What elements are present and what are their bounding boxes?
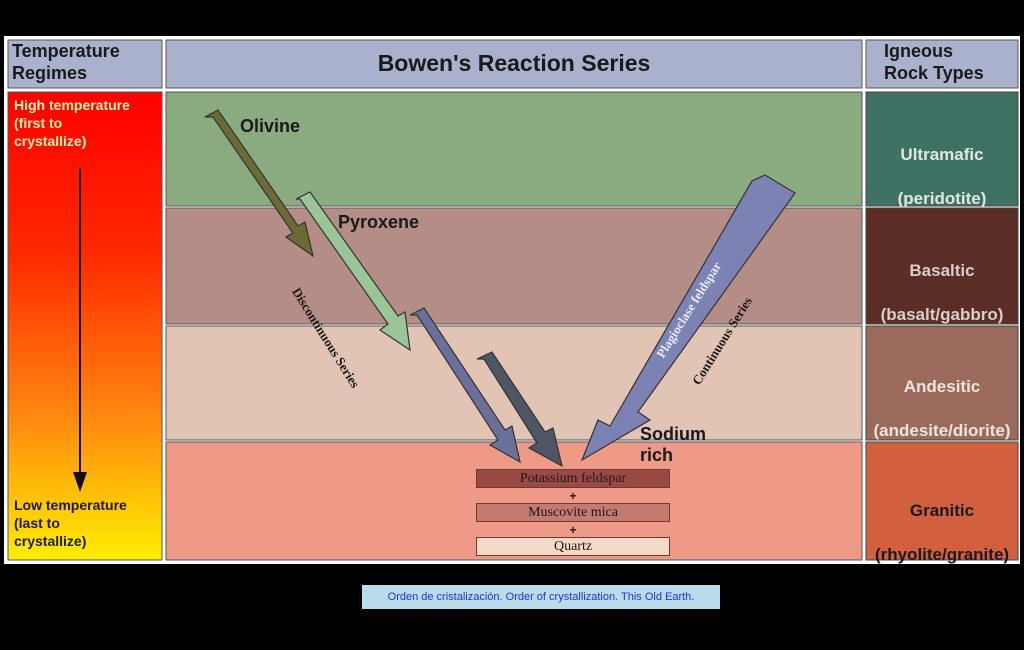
box-potassium-feldspar: Potassium feldspar xyxy=(476,469,670,488)
header-cell-title xyxy=(165,39,863,89)
rock-cell-basaltic xyxy=(865,207,1019,325)
rock-type-andesitic: Andesitic (andesite/diorite) xyxy=(864,354,1020,464)
amphibole-arrow xyxy=(409,307,521,464)
regime-high-temperature: High temperature (first to crystallize) xyxy=(14,97,130,149)
olivine-arrow xyxy=(204,109,314,258)
rock-type-ultramafic-example: (peridotite) xyxy=(897,189,987,208)
band-ultramafic xyxy=(165,91,863,207)
rock-type-ultramafic: Ultramafic (peridotite) xyxy=(864,122,1020,232)
rock-type-granitic-name: Granitic xyxy=(909,501,975,520)
rock-type-basaltic: Basaltic (basalt/gabbro) xyxy=(864,238,1020,348)
rock-type-granitic: Granitic (rhyolite/granite) xyxy=(864,478,1020,588)
rock-type-andesitic-name: Andesitic xyxy=(903,377,981,396)
band-andesitic xyxy=(165,325,863,441)
rock-type-ultramafic-name: Ultramafic xyxy=(900,145,984,164)
box-quartz: Quartz xyxy=(476,537,670,556)
temperature-gradient xyxy=(7,91,163,561)
header-temperature-regimes: Temperature Regimes xyxy=(12,41,120,83)
rock-cell-andesitic xyxy=(865,325,1019,441)
header-cell-temperature xyxy=(7,39,163,89)
temperature-arrow-head xyxy=(73,472,87,492)
rock-type-andesitic-example: (andesite/diorite) xyxy=(873,421,1011,440)
pyroxene-arrow xyxy=(295,191,411,352)
label-olivine: Olivine xyxy=(240,116,301,136)
plus-sign-2: + xyxy=(569,523,577,537)
regime-low-temperature: Low temperature (last to crystallize) xyxy=(14,497,127,549)
figure-caption: Orden de cristalización. Order of crysta… xyxy=(362,585,720,609)
plagioclase-arrow xyxy=(580,174,796,462)
header-cell-rock-types xyxy=(865,39,1019,89)
rock-cell-granitic xyxy=(865,441,1019,561)
header-igneous-rock-types: Igneous Rock Types xyxy=(884,41,984,83)
label-pyroxene: Pyroxene xyxy=(338,212,420,232)
biotite-arrow xyxy=(476,351,563,468)
label-sodium-rich: Sodium rich xyxy=(640,424,706,465)
page-title: Bowen's Reaction Series xyxy=(377,50,651,76)
rock-type-basaltic-example: (basalt/gabbro) xyxy=(880,305,1004,324)
rock-cell-ultramafic xyxy=(865,91,1019,207)
rock-type-granitic-example: (rhyolite/granite) xyxy=(874,545,1010,564)
box-muscovite-mica: Muscovite mica xyxy=(476,503,670,522)
bowens-reaction-series-diagram xyxy=(4,36,1020,564)
plus-sign-1: + xyxy=(569,489,577,503)
rock-type-basaltic-name: Basaltic xyxy=(909,261,975,280)
